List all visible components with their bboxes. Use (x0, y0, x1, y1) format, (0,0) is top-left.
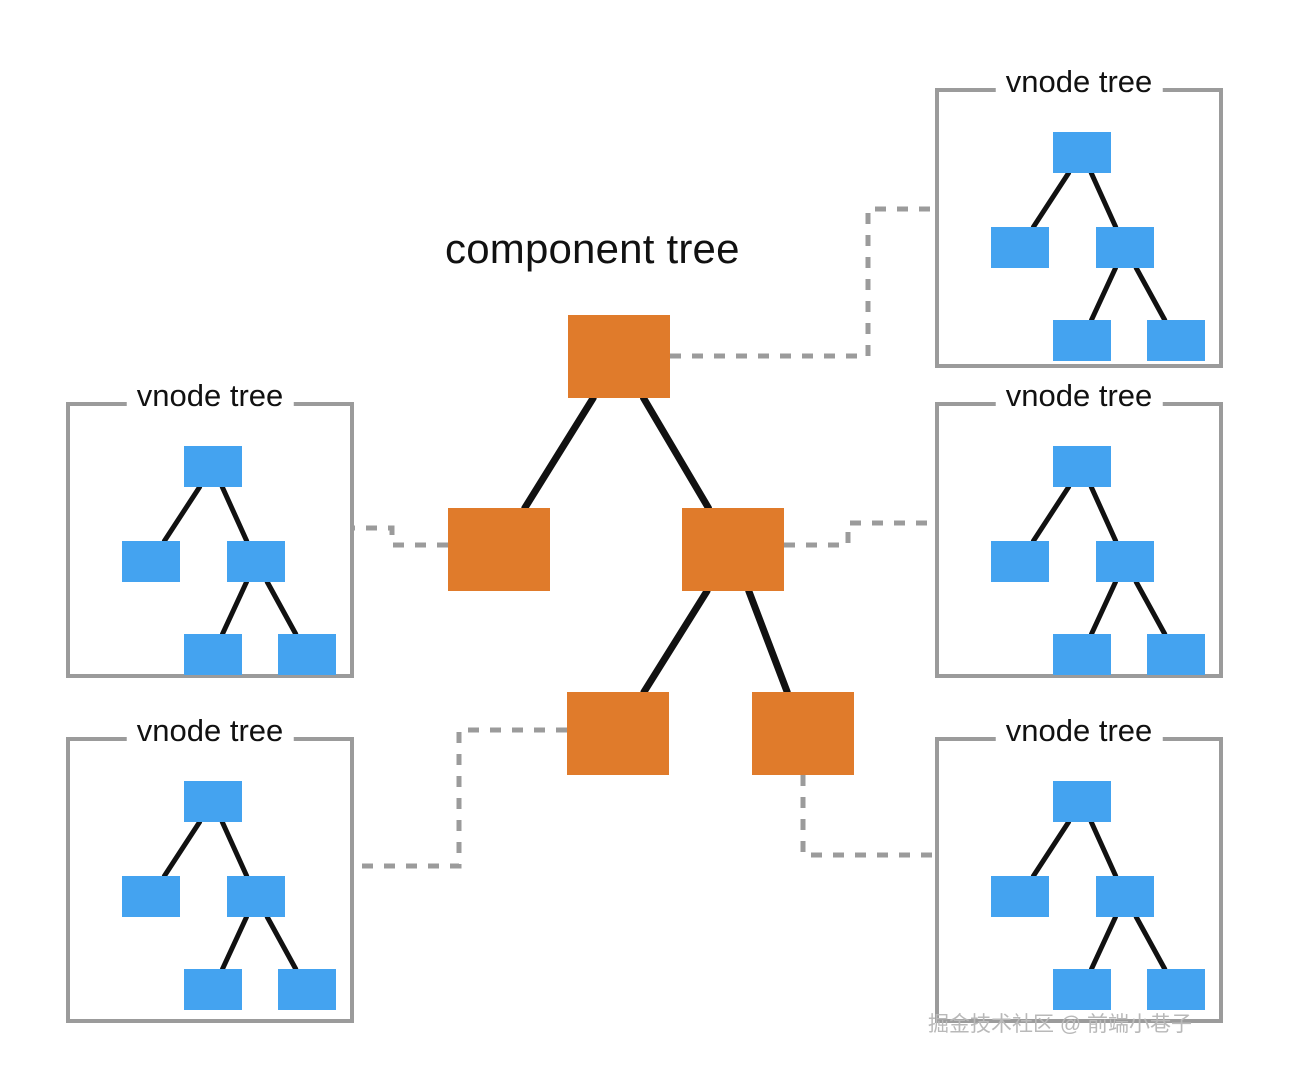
vnode-right-child[interactable] (1096, 876, 1154, 917)
connector-left-child-to-left-middle-panel (354, 525, 448, 548)
vnode-grandchild-left[interactable] (184, 634, 242, 675)
vnode-root[interactable] (1053, 132, 1111, 173)
connector-right-child-to-right-middle-panel (784, 520, 935, 548)
vnode-right-child[interactable] (1096, 541, 1154, 582)
vnode-tree-panel-left-bottom[interactable]: vnode tree (66, 715, 354, 1023)
vnode-root[interactable] (184, 781, 242, 822)
vnode-grandchild-right[interactable] (1147, 969, 1205, 1010)
vnode-tree-edge (264, 579, 299, 637)
vnode-tree-edge (219, 484, 250, 544)
vnode-tree-edge (161, 484, 203, 544)
vnode-root[interactable] (1053, 446, 1111, 487)
vnode-tree-edge (1088, 914, 1119, 972)
vnode-edges-layer (1030, 484, 1168, 637)
vnode-tree-edge (1133, 579, 1168, 637)
vnode-grandchild-left[interactable] (1053, 969, 1111, 1010)
tree-edge (745, 587, 791, 696)
vnode-tree-panel-right-middle[interactable]: vnode tree (935, 380, 1223, 678)
tree-edge (640, 587, 711, 696)
vnode-grandchild-right[interactable] (1147, 634, 1205, 675)
connector-grandchild-right-to-right-bottom-panel (800, 775, 935, 858)
vnode-tree-panel-title: vnode tree (126, 380, 294, 411)
component-left-child[interactable] (448, 508, 550, 591)
vnode-tree-edge (1088, 170, 1119, 230)
vnode-right-child[interactable] (227, 541, 285, 582)
vnode-tree-edge (264, 914, 299, 972)
vnode-tree-edge (1088, 579, 1119, 637)
vnode-right-child[interactable] (1096, 227, 1154, 268)
vnode-root[interactable] (184, 446, 242, 487)
vnode-edges-layer (1030, 819, 1168, 972)
vnode-grandchild-right[interactable] (1147, 320, 1205, 361)
vnode-tree-panel-right-bottom[interactable]: vnode tree (935, 715, 1223, 1023)
vnode-grandchild-right[interactable] (278, 969, 336, 1010)
vnode-edges-layer (161, 819, 299, 972)
vnode-edges-layer (161, 484, 299, 637)
watermark: 掘金技术社区 @ 前端小巷子 (928, 1013, 1192, 1036)
vnode-tree-edge (219, 579, 250, 637)
vnode-tree-panel-title: vnode tree (995, 66, 1163, 97)
vnode-tree-edge (1088, 265, 1119, 323)
vnode-tree-edge (219, 819, 250, 879)
vnode-root[interactable] (1053, 781, 1111, 822)
page-title: component tree (445, 225, 740, 272)
vnode-left-child[interactable] (122, 876, 180, 917)
vnode-tree-panel-title: vnode tree (995, 715, 1163, 746)
vnode-left-child[interactable] (991, 541, 1049, 582)
vnode-tree-edge (161, 819, 203, 879)
component-root[interactable] (568, 315, 670, 398)
vnode-edges-layer (1030, 170, 1168, 323)
vnode-tree-edge (1088, 819, 1119, 879)
vnode-grandchild-right[interactable] (278, 634, 336, 675)
tree-edge (640, 394, 712, 512)
vnode-tree-edge (1030, 484, 1072, 544)
tree-edge (521, 394, 597, 512)
vnode-tree-edge (1030, 819, 1072, 879)
vnode-right-child[interactable] (227, 876, 285, 917)
vnode-tree-edge (1133, 914, 1168, 972)
vnode-tree-panel-top-right[interactable]: vnode tree (935, 66, 1223, 368)
component-right-child[interactable] (682, 508, 784, 591)
vnode-tree-edge (1133, 265, 1168, 323)
vnode-tree-panel-title: vnode tree (995, 380, 1163, 411)
vnode-tree-edge (1088, 484, 1119, 544)
vnode-left-child[interactable] (991, 227, 1049, 268)
component-grandchild-left[interactable] (567, 692, 669, 775)
vnode-tree-panel-title: vnode tree (126, 715, 294, 746)
vnode-grandchild-left[interactable] (1053, 320, 1111, 361)
vnode-left-child[interactable] (122, 541, 180, 582)
connector-grandchild-left-to-left-bottom-panel (354, 727, 567, 869)
vnode-tree-panel-left-middle[interactable]: vnode tree (66, 380, 354, 678)
component-grandchild-right[interactable] (752, 692, 854, 775)
vnode-tree-edge (1030, 170, 1072, 230)
vnode-grandchild-left[interactable] (184, 969, 242, 1010)
vnode-left-child[interactable] (991, 876, 1049, 917)
vnode-grandchild-left[interactable] (1053, 634, 1111, 675)
vnode-tree-edge (219, 914, 250, 972)
